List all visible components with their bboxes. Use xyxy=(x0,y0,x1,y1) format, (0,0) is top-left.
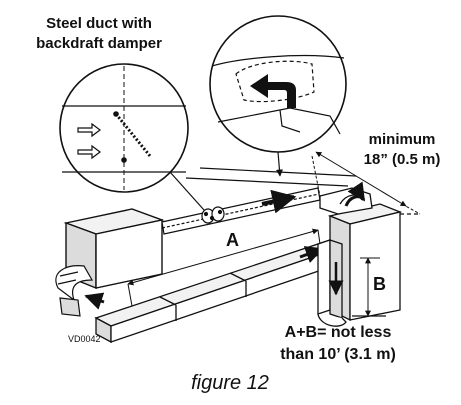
reference-code: VD0042 xyxy=(68,334,101,344)
minimum-label-line1: minimum xyxy=(368,131,436,148)
detail-outline-arrow-icon xyxy=(77,122,101,138)
dimension-b-line xyxy=(360,257,380,317)
damper-detail-callout xyxy=(59,63,205,211)
steel-duct-label-line2: backdraft damper xyxy=(36,35,162,52)
duct-airflow-arrow-icon xyxy=(261,189,297,214)
minimum-dimension-line xyxy=(311,151,421,215)
cowl-detail-callout xyxy=(209,15,347,177)
steel-duct-label: Steel duct with backdraft damper xyxy=(4,14,194,54)
minimum-label-line2: 18” (0.5 m) xyxy=(363,151,441,168)
steel-duct-label-line1: Steel duct with xyxy=(46,15,152,32)
total-length-label-line2: than 10’ (3.1 m) xyxy=(280,346,396,363)
damper-blade-icon xyxy=(114,113,152,157)
dimension-b-label: B xyxy=(373,274,386,294)
flexible-hose xyxy=(55,265,94,317)
minimum-label: minimum 18” (0.5 m) xyxy=(352,130,452,170)
total-length-label-line1: A+B= not less xyxy=(284,324,392,341)
dimension-a-label: A xyxy=(226,230,239,250)
figure-caption: figure 12 xyxy=(191,372,269,394)
dimension-a-line xyxy=(127,228,321,307)
wall-vent xyxy=(317,187,420,327)
total-length-label: A+B= not less than 10’ (3.1 m) xyxy=(258,322,418,366)
hose-airflow-arrow-icon xyxy=(84,292,105,310)
